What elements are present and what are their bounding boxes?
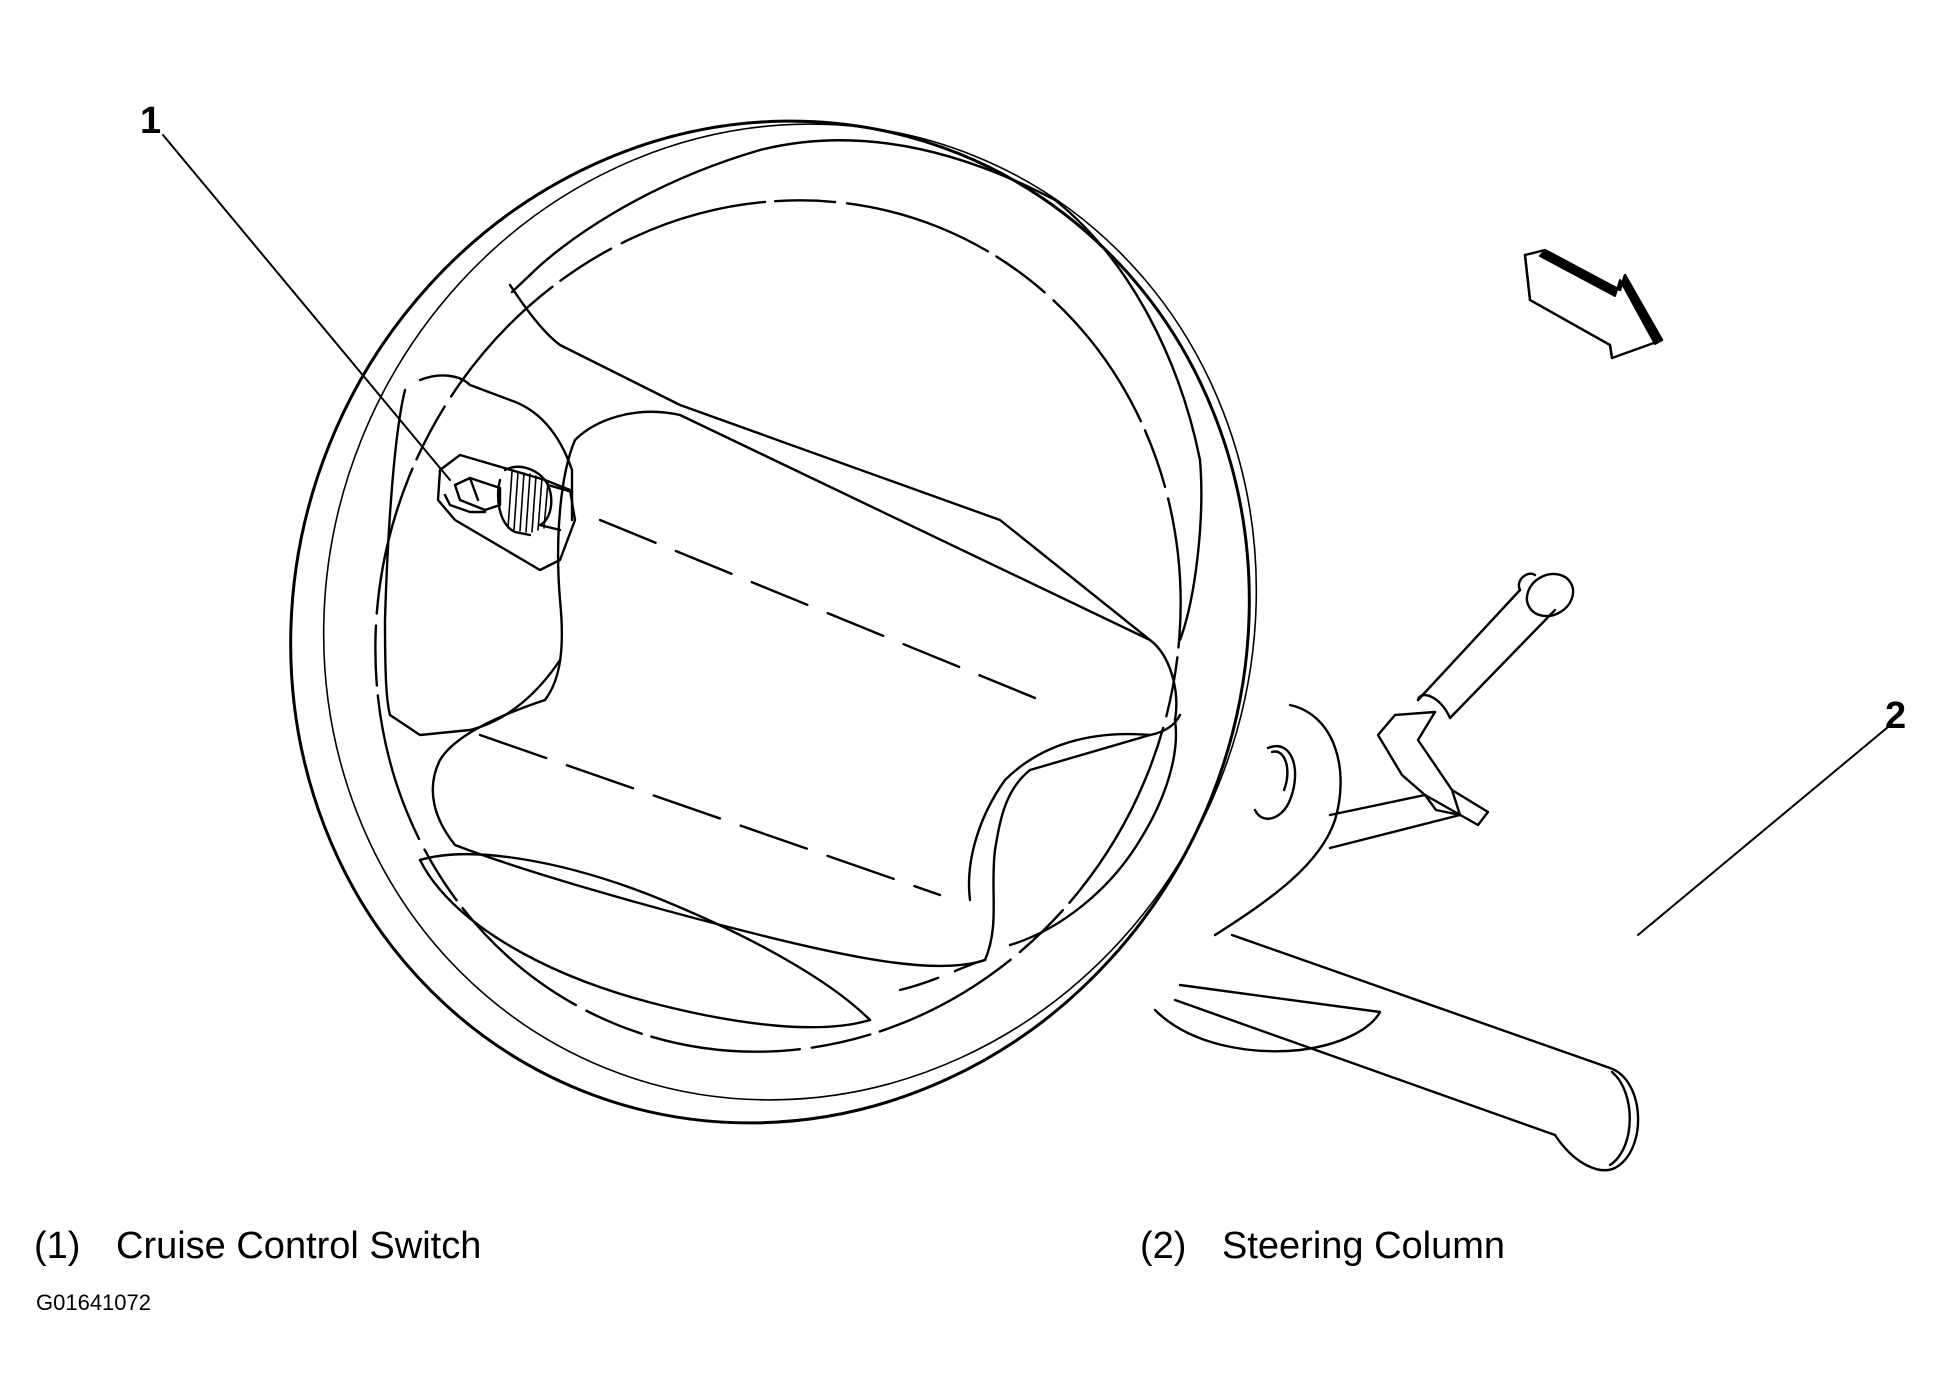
callout-number-1: 1 (140, 100, 162, 142)
legend-number-1: (1) (34, 1225, 81, 1267)
legend-item-2: (2) Steering Column (1140, 1227, 1505, 1265)
wheel-rim-inner (248, 78, 1308, 1174)
legend-number-2: (2) (1140, 1225, 1187, 1267)
switch-knurl (508, 472, 548, 532)
direction-arrow-icon (1525, 250, 1662, 358)
wheel-rim-outer (140, 0, 1399, 1268)
callout-leader-2 (1638, 727, 1888, 935)
steering-wheel (140, 0, 1402, 1268)
legend-item-1: (1) Cruise Control Switch (34, 1227, 481, 1265)
multifunction-lever (1378, 566, 1581, 825)
callout-number-2: 2 (1885, 695, 1907, 737)
hub-dash-upper (600, 520, 1040, 700)
legend-label-1: Cruise Control Switch (116, 1225, 482, 1267)
callout-leader-1 (163, 135, 450, 480)
cruise-control-switch (438, 455, 575, 570)
legend-label-2: Steering Column (1222, 1225, 1506, 1267)
hub-dash-lower (480, 735, 940, 895)
wheel-rim-outer-edge (177, 0, 1402, 1241)
figure-id: G01641072 (36, 1290, 151, 1315)
steering-column (1155, 705, 1638, 1170)
